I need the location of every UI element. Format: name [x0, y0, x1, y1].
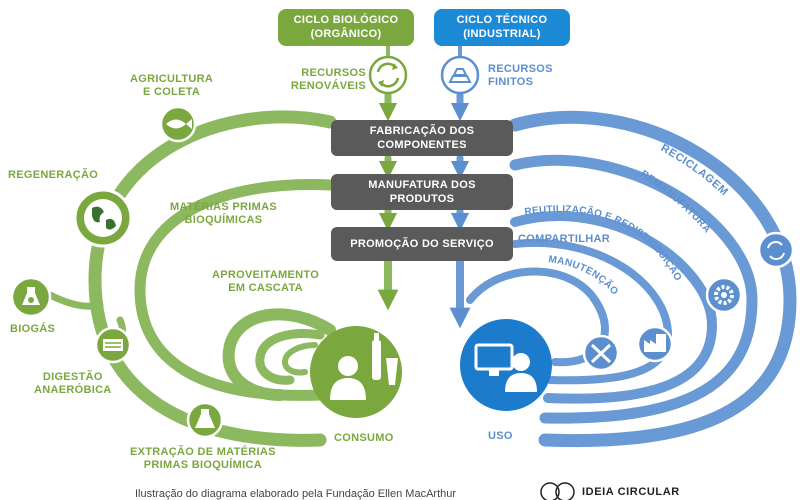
bio-subtitle: (ORGÂNICO)	[310, 28, 382, 40]
label-regeneracao: REGENERAÇÃO	[8, 169, 99, 181]
tech-title: CICLO TÉCNICO	[456, 14, 548, 26]
tools-icon	[582, 334, 620, 372]
consumer-person-icon	[330, 356, 366, 400]
footer-brand: IDEIA CIRCULAR	[582, 486, 680, 498]
consumer-circle	[310, 326, 402, 418]
bottle-icon	[372, 333, 398, 385]
bio-inner-loop	[134, 179, 336, 401]
recycle-icon	[368, 55, 408, 95]
recycle-icon	[757, 231, 795, 269]
user-circle	[460, 319, 552, 411]
gold-bars-icon	[440, 55, 480, 95]
label-consumo: CONSUMO	[334, 432, 394, 444]
cascade-loop-mid	[255, 329, 325, 385]
remanufacture-loop	[509, 154, 758, 424]
globe-icon	[73, 188, 133, 248]
bio-connector-1	[46, 291, 104, 310]
label-uso: USO	[488, 430, 513, 442]
bio-title: CICLO BIOLÓGICO	[293, 14, 399, 26]
ideia-circular-logo-icon	[540, 482, 575, 500]
computer-icon	[474, 343, 514, 376]
gear-icon	[705, 276, 743, 314]
factory-icon	[636, 325, 674, 363]
biological-cycle-header: CICLO BIOLÓGICO (ORGÂNICO)	[278, 9, 414, 46]
cascade-loop-inner	[281, 342, 318, 376]
cascade-loop-outer	[222, 308, 336, 401]
reuse-loop	[510, 211, 718, 404]
biogas-flask-icon	[10, 276, 52, 318]
recycling-loop	[508, 110, 797, 448]
process-box-service: PROMOÇÃO DO SERVIÇO	[331, 227, 513, 261]
digester-icon	[94, 326, 132, 364]
technical-loops	[449, 43, 797, 448]
flask-icon	[186, 401, 224, 439]
technical-cycle-header: CICLO TÉCNICO (INDUSTRIAL)	[434, 9, 570, 46]
label-biogas: BIOGÁS	[10, 323, 56, 335]
footer-credit: Ilustração do diagrama elaborado pela Fu…	[135, 488, 457, 500]
label-compartilhar: COMPARTILHAR	[518, 233, 610, 245]
tech-subtitle: (INDUSTRIAL)	[463, 28, 541, 40]
user-person-icon	[505, 353, 537, 392]
fish-icon	[159, 105, 197, 143]
